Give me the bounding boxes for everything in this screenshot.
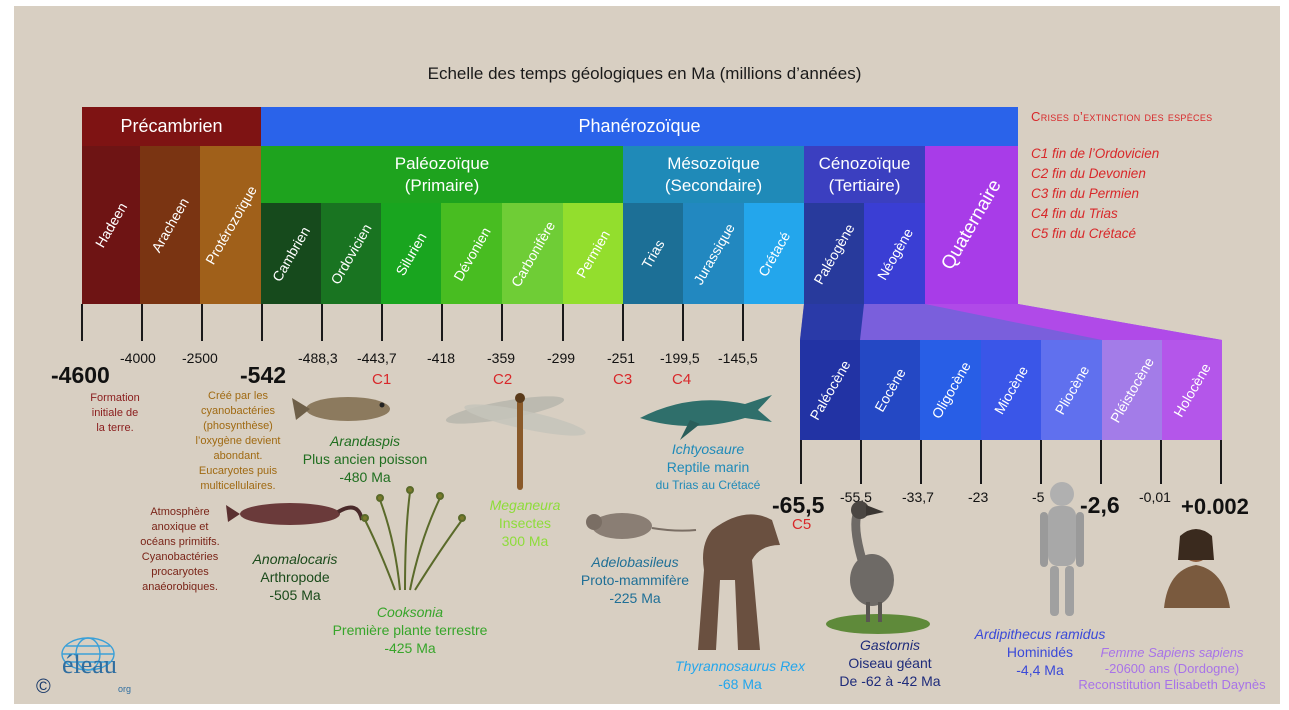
copyright-icon: ©: [36, 676, 51, 699]
logo-name: éleau: [62, 650, 117, 680]
logo-suffix: org: [118, 684, 131, 694]
